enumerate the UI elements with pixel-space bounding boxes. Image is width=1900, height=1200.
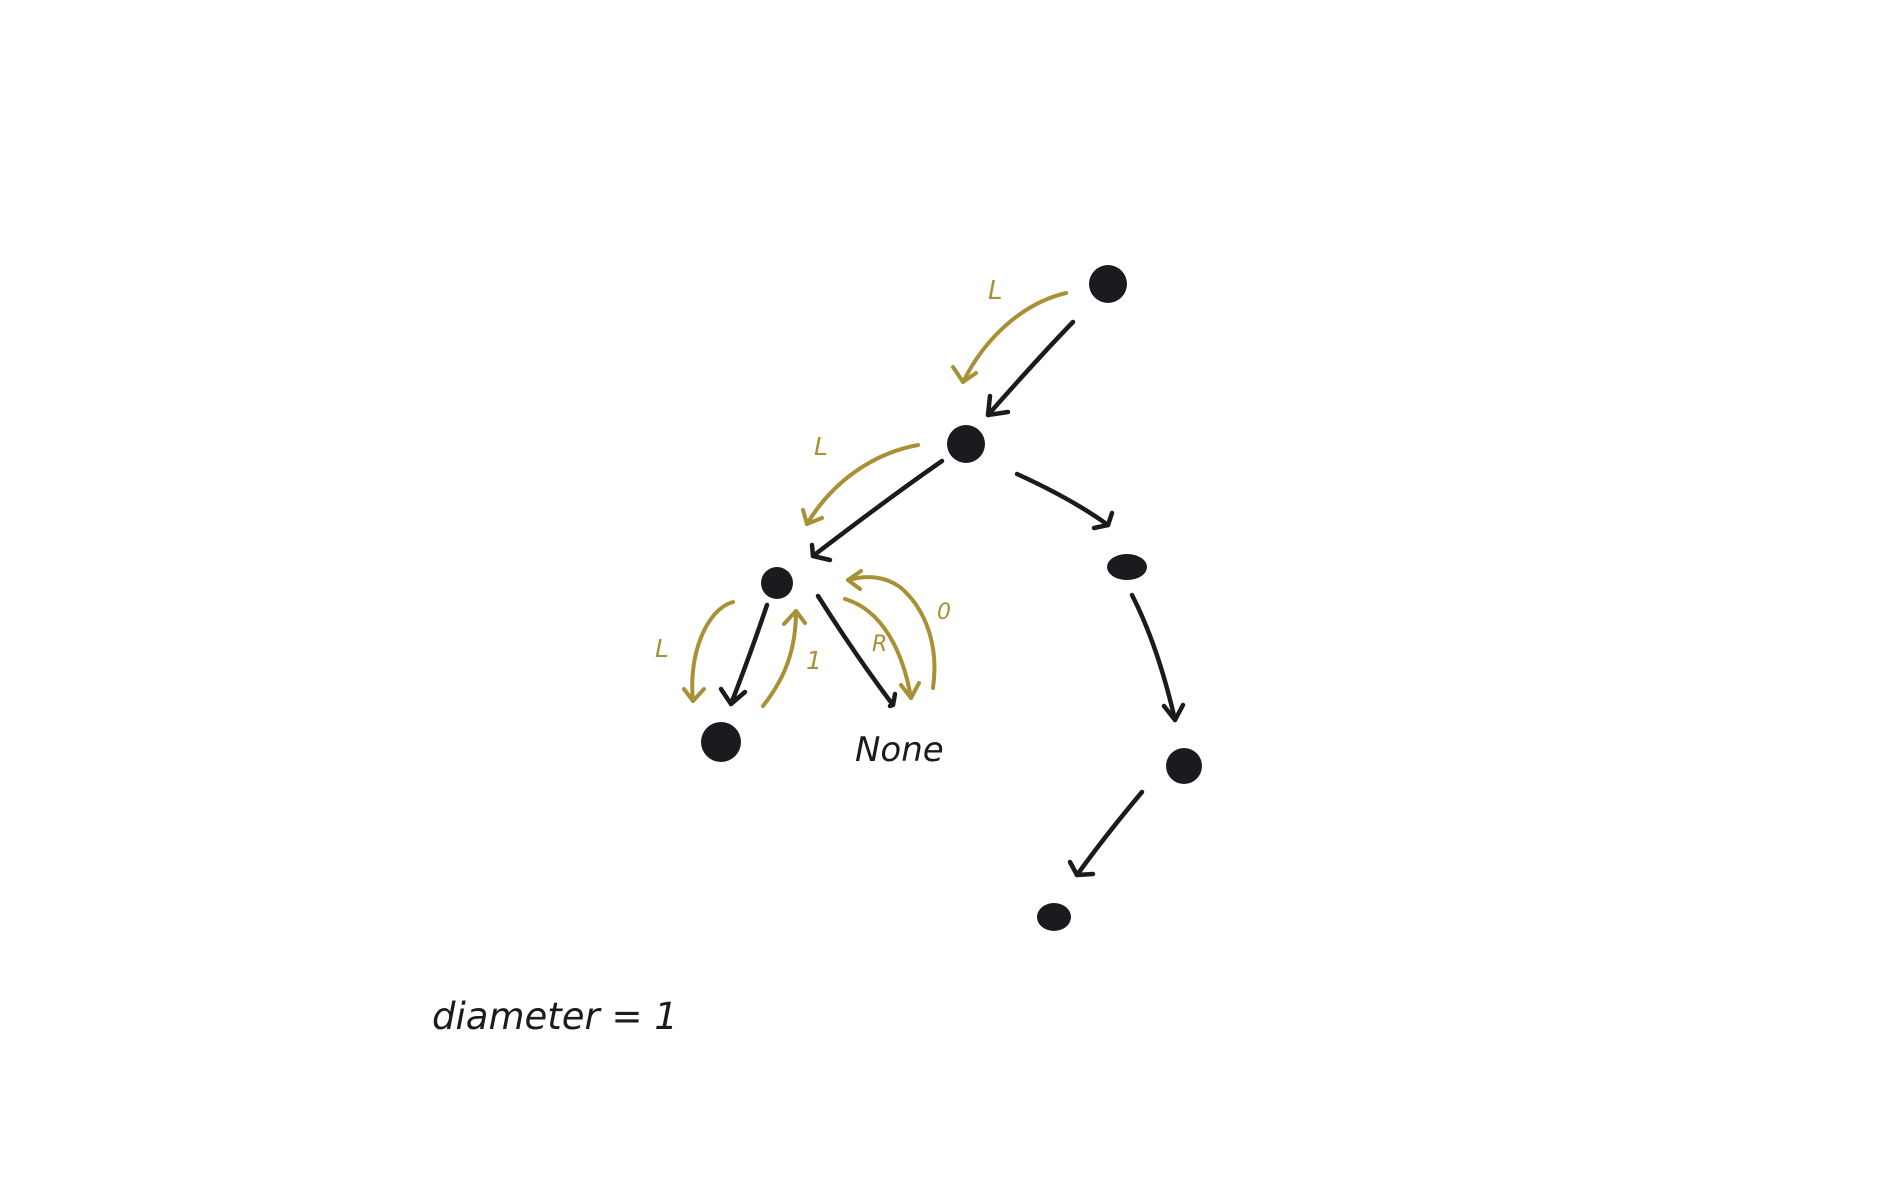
edge-root-to-level1 (985, 319, 1076, 418)
node-level4-left (1037, 903, 1071, 931)
label-leaf-return-value: 1 (806, 646, 822, 675)
node-level3-right (1166, 748, 1202, 784)
arrowhead-level2-to-none (887, 691, 898, 709)
diagram-text: None diameter = 1 (432, 730, 944, 1038)
arrowhead-root-to-level1 (985, 393, 1011, 418)
curve-level1-left (805, 443, 920, 526)
edge-level2-to-none (815, 593, 896, 708)
annotation-labels: L L L 1 R 0 (655, 276, 1003, 675)
node-level2-right (1107, 554, 1147, 580)
node-level2-left (761, 567, 793, 599)
none-label: None (855, 730, 944, 770)
edge-level1-to-level2-right (1014, 471, 1111, 528)
arrowhead-level2-to-leaf-left (718, 686, 748, 707)
traversal-annotations (682, 291, 1068, 708)
label-leaf-left-step: L (655, 634, 669, 663)
edge-level2-to-leaf-left (728, 602, 770, 707)
node-level1 (947, 425, 985, 463)
arrowhead-right-return (846, 569, 863, 591)
arrowhead-level1-to-level2-right (1091, 510, 1115, 531)
arrowhead-root-left (951, 365, 978, 384)
edge-level3-to-level4 (1074, 789, 1145, 878)
arrowhead-level2-left-down (682, 687, 706, 703)
label-root-left-step: L (988, 276, 1003, 306)
curve-leaf-return (761, 609, 798, 708)
curve-root-left (961, 291, 1068, 384)
node-root (1089, 265, 1127, 303)
label-right-step: R (872, 632, 887, 657)
edge-level2-right-to-level3 (1129, 592, 1178, 723)
curve-level2-left-down (690, 600, 735, 703)
diameter-result: diameter = 1 (432, 995, 678, 1038)
label-second-left-step: L (814, 432, 828, 461)
arrowhead-right-step (899, 681, 921, 700)
tree-edges (718, 319, 1186, 878)
arrowhead-leaf-return (782, 609, 807, 626)
arrowhead-level1-left (801, 508, 824, 526)
tree-nodes (701, 265, 1202, 931)
node-leaf-left (701, 722, 741, 762)
curve-right-step (843, 597, 913, 700)
edge-level1-to-level2-left (810, 458, 945, 559)
label-right-return-value: 0 (937, 600, 951, 625)
arrowhead-level2-right-to-level3 (1161, 702, 1186, 723)
arrowhead-level3-to-level4 (1067, 859, 1096, 878)
arrowhead-level1-to-level2-left (809, 542, 833, 563)
curve-right-return (846, 575, 937, 690)
